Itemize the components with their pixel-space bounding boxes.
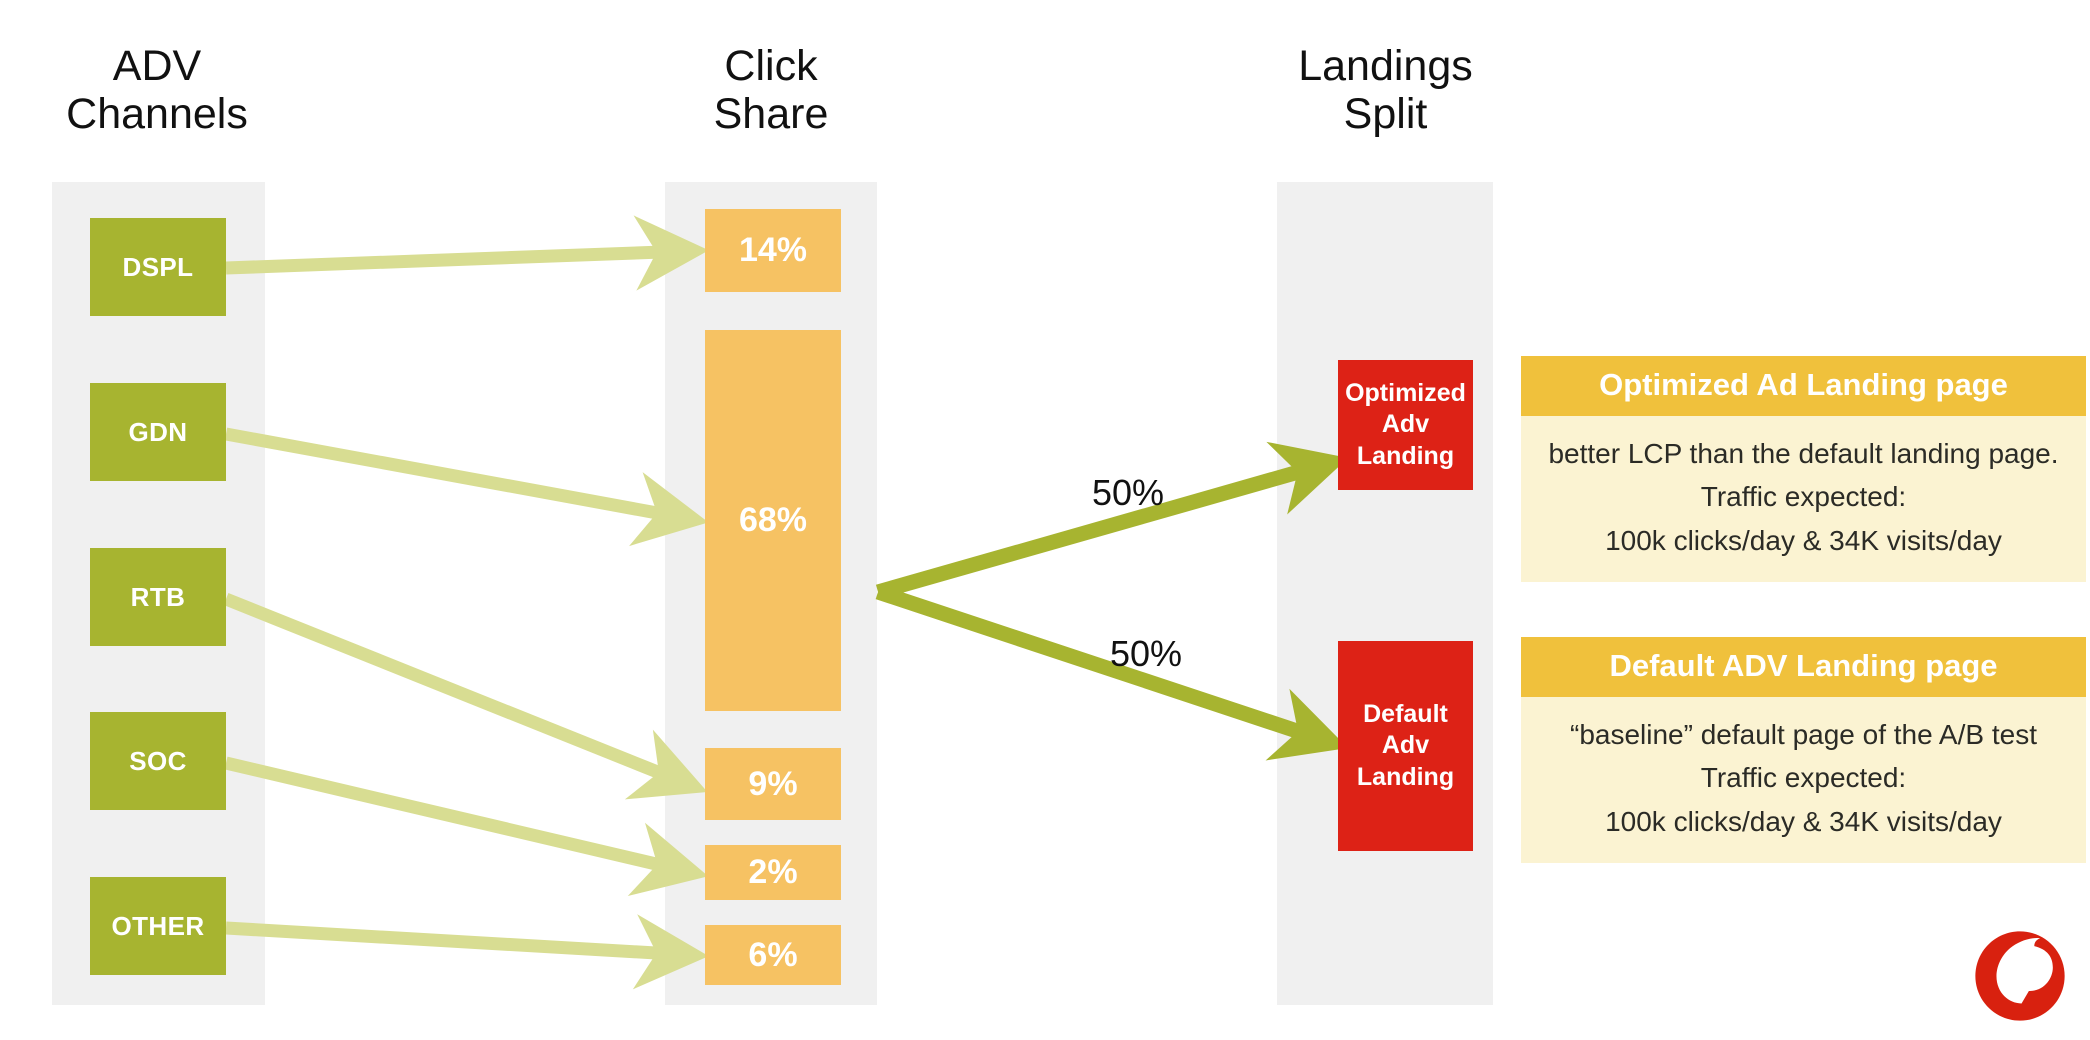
split-label-top: 50% bbox=[1092, 472, 1165, 513]
info-card-body: better LCP than the default landing page… bbox=[1521, 416, 2086, 583]
channel-box-soc[interactable]: SOC bbox=[90, 712, 226, 810]
arrow-gdn-to-68 bbox=[224, 427, 709, 547]
vodafone-logo-icon bbox=[1975, 931, 2065, 1021]
channel-box-gdn[interactable]: GDN bbox=[90, 383, 226, 481]
share-bar-label: 2% bbox=[748, 853, 798, 891]
vodafone-logo bbox=[1972, 928, 2068, 1024]
share-bar-14[interactable]: 14% bbox=[705, 209, 841, 292]
arrow-split-bottom bbox=[875, 584, 1348, 761]
landing-label: Optimized Adv Landing bbox=[1345, 379, 1466, 470]
channel-box-rtb[interactable]: RTB bbox=[90, 548, 226, 646]
channel-label: GDN bbox=[128, 416, 188, 447]
channel-label: RTB bbox=[130, 581, 186, 612]
share-bar-68[interactable]: 68% bbox=[705, 330, 841, 711]
share-bar-label: 68% bbox=[738, 501, 808, 539]
header-landings-split: Landings Split bbox=[1298, 42, 1473, 139]
info-card-optimized: Optimized Ad Landing page better LCP tha… bbox=[1521, 356, 2086, 583]
share-bar-label: 9% bbox=[748, 764, 798, 803]
landing-box-optimized[interactable]: Optimized Adv Landing bbox=[1338, 360, 1473, 490]
channel-label: DSPL bbox=[122, 251, 194, 282]
landing-label: Default Adv Landing bbox=[1356, 700, 1455, 791]
landings-split-band bbox=[1277, 182, 1493, 1005]
arrow-other-to-6 bbox=[225, 914, 709, 990]
info-card-default: Default ADV Landing page “baseline” defa… bbox=[1521, 637, 2086, 864]
share-bar-label: 6% bbox=[748, 935, 798, 974]
channel-label: OTHER bbox=[111, 910, 205, 941]
info-card-title: Optimized Ad Landing page bbox=[1521, 356, 2086, 416]
share-bar-label: 14% bbox=[738, 231, 808, 269]
arrow-soc-to-2 bbox=[224, 756, 709, 897]
header-click-share: Click Share bbox=[713, 42, 829, 139]
channel-box-dspl[interactable]: DSPL bbox=[90, 218, 226, 316]
channel-label: SOC bbox=[129, 745, 187, 776]
share-bar-6[interactable]: 6% bbox=[705, 925, 841, 985]
arrow-rtb-to-9 bbox=[223, 592, 708, 800]
split-label-bottom: 50% bbox=[1110, 633, 1183, 674]
share-bar-9[interactable]: 9% bbox=[705, 748, 841, 820]
header-adv-channels: ADV Channels bbox=[66, 42, 248, 139]
share-bar-2[interactable]: 2% bbox=[705, 845, 841, 900]
landing-box-default[interactable]: Default Adv Landing bbox=[1338, 641, 1473, 851]
channel-box-other[interactable]: OTHER bbox=[90, 877, 226, 975]
arrow-dspl-to-14 bbox=[225, 215, 709, 291]
info-card-title: Default ADV Landing page bbox=[1521, 637, 2086, 697]
info-card-body: “baseline” default page of the A/B test … bbox=[1521, 697, 2086, 864]
